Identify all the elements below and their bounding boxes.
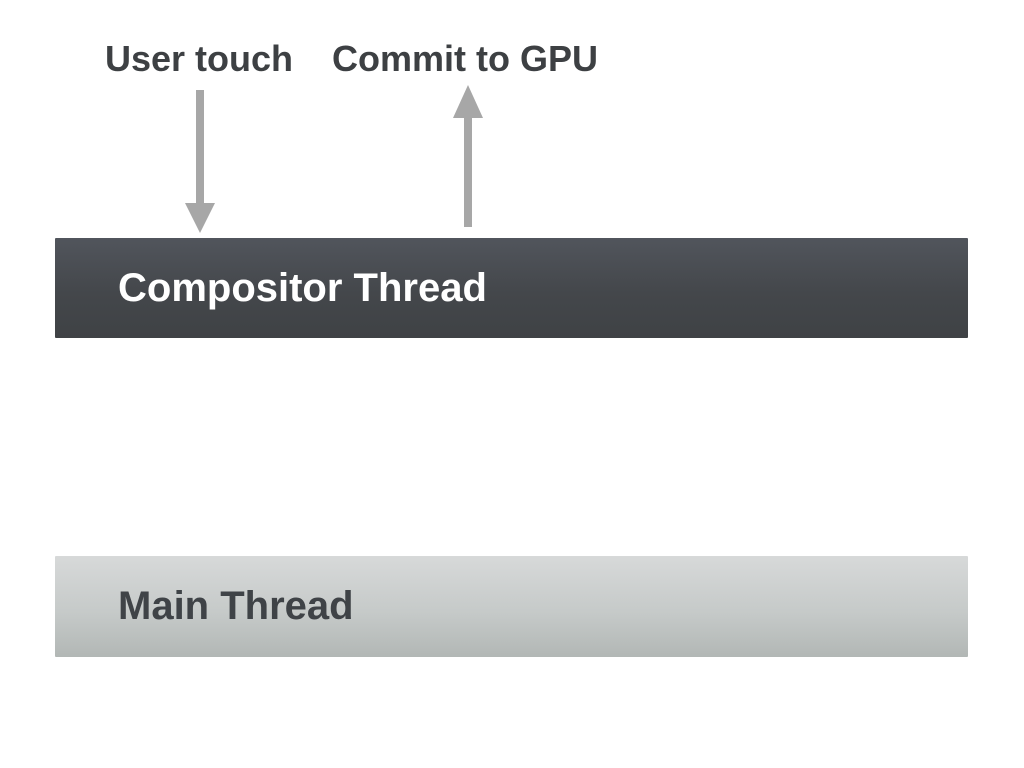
arrow-down-icon	[185, 90, 215, 233]
compositor-thread-label: Compositor Thread	[118, 265, 487, 310]
main-thread-bar: Main Thread	[55, 556, 968, 657]
compositor-thread-bar: Compositor Thread	[55, 238, 968, 338]
commit-to-gpu-label: Commit to GPU	[332, 38, 598, 79]
arrow-up-icon	[453, 85, 483, 227]
user-touch-label: User touch	[105, 38, 294, 79]
main-thread-label: Main Thread	[118, 584, 354, 628]
